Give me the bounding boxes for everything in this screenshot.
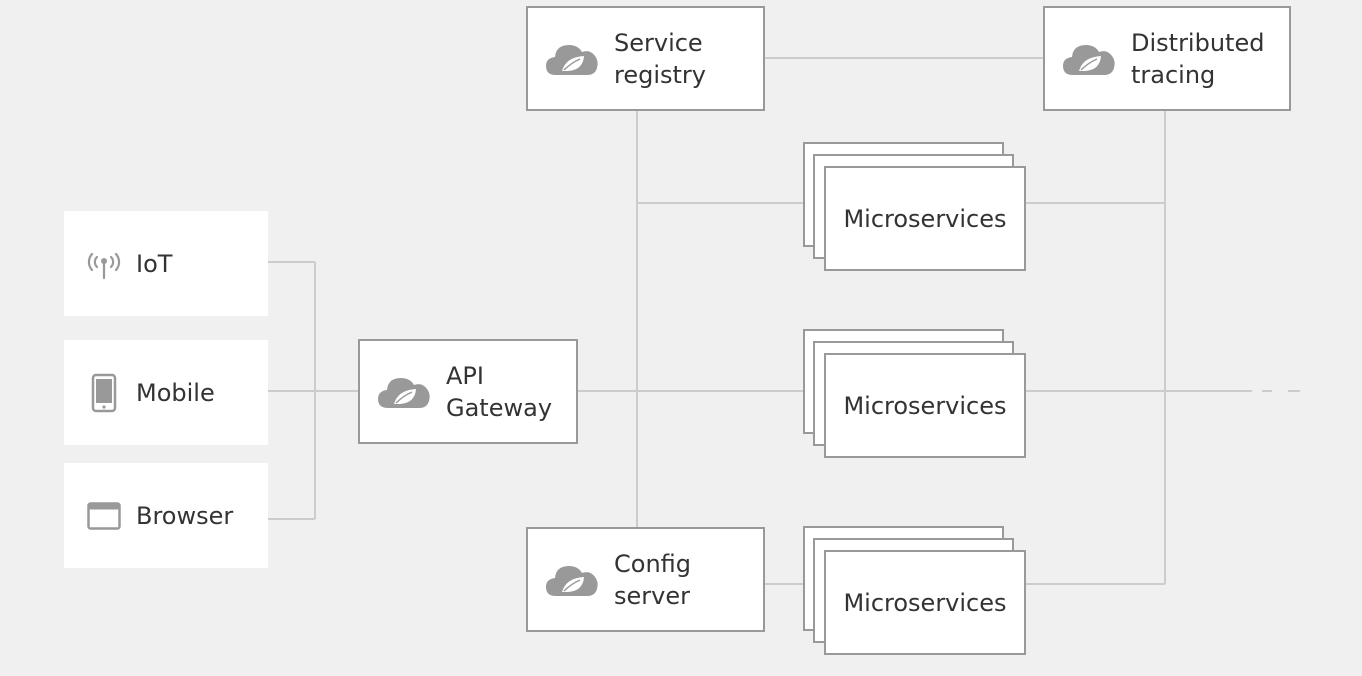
client-browser: Browser — [64, 463, 268, 568]
box-label: Config server — [614, 548, 691, 612]
browser-window-icon — [84, 501, 124, 530]
box-label: API Gateway — [446, 360, 552, 424]
spring-cloud-icon — [544, 37, 600, 81]
microservices-box: Microservices — [824, 166, 1026, 271]
microservices-box: Microservices — [824, 550, 1026, 655]
client-iot: IoT — [64, 211, 268, 316]
label-line-2: tracing — [1131, 60, 1216, 89]
client-mobile: Mobile — [64, 340, 268, 445]
config-server-box: Config server — [526, 527, 765, 632]
mobile-phone-icon — [84, 373, 124, 413]
label-line-2: server — [614, 581, 690, 610]
client-label: Browser — [136, 501, 234, 530]
label-line-2: registry — [614, 60, 706, 89]
spring-cloud-icon — [1061, 37, 1117, 81]
spring-cloud-icon — [544, 558, 600, 602]
api-gateway-box: API Gateway — [358, 339, 578, 444]
label-line-2: Gateway — [446, 393, 553, 422]
label-line-1: Service — [614, 28, 703, 57]
box-label: Microservices — [843, 588, 1007, 617]
client-label: IoT — [136, 249, 173, 278]
label-line-1: API — [446, 361, 484, 390]
client-label: Mobile — [136, 378, 215, 407]
box-label: Microservices — [843, 391, 1007, 420]
service-registry-box: Service registry — [526, 6, 765, 111]
spring-cloud-icon — [376, 370, 432, 414]
label-line-1: Distributed — [1131, 28, 1265, 57]
box-label: Distributed tracing — [1131, 27, 1264, 91]
microservices-box: Microservices — [824, 353, 1026, 458]
distributed-tracing-box: Distributed tracing — [1043, 6, 1291, 111]
box-label: Microservices — [843, 204, 1007, 233]
antenna-icon — [84, 248, 124, 280]
box-label: Service registry — [614, 27, 706, 91]
label-line-1: Config — [614, 549, 692, 578]
